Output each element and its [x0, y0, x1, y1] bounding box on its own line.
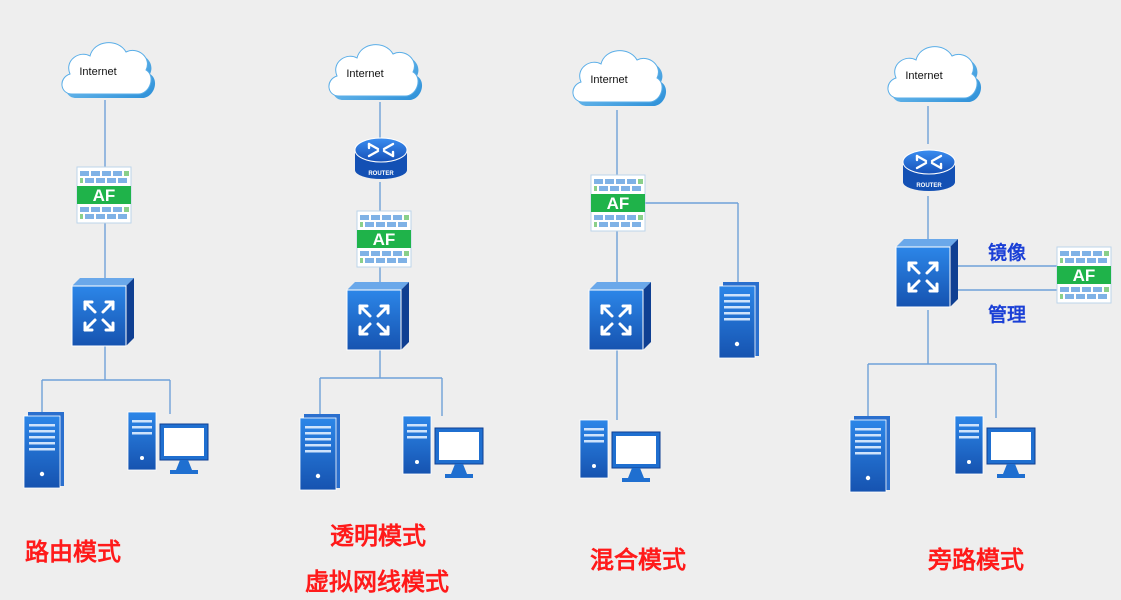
- af-label: AF: [93, 186, 116, 205]
- af-label: AF: [373, 230, 396, 249]
- caption-bypass-mode: 旁路模式: [928, 546, 1024, 574]
- caption-transparent-mode: 透明模式: [330, 522, 426, 550]
- pc-icon: [127, 411, 209, 475]
- pc-icon: [954, 415, 1036, 479]
- af-firewall-icon: AF: [1056, 246, 1112, 304]
- internet-cloud-icon: Internet: [328, 44, 423, 101]
- cloud-label: Internet: [79, 66, 116, 78]
- af-label: AF: [607, 194, 630, 213]
- switch-icon: [589, 282, 651, 350]
- caption-hybrid-mode: 混合模式: [590, 546, 686, 574]
- management-link-label: 管理: [988, 304, 1027, 326]
- switch-icon: [896, 239, 958, 307]
- router-label: ROUTER: [916, 183, 942, 189]
- internet-cloud-icon: Internet: [61, 42, 156, 99]
- mirror-link-label: 镜像: [988, 242, 1027, 264]
- switch-icon: [72, 278, 134, 346]
- server-icon: [23, 411, 65, 489]
- diagram-bypass-mode: Internet ROUTER AF: [849, 46, 1112, 493]
- internet-cloud-icon: Internet: [887, 46, 982, 103]
- pc-icon: [402, 415, 484, 479]
- cloud-label: Internet: [346, 68, 383, 80]
- af-label: AF: [1073, 266, 1096, 285]
- af-firewall-icon: AF: [356, 210, 412, 268]
- cloud-label: Internet: [590, 74, 627, 86]
- server-icon: [299, 413, 341, 491]
- internet-cloud-icon: Internet: [572, 50, 667, 107]
- caption-routing-mode: 路由模式: [25, 538, 121, 566]
- router-label: ROUTER: [368, 171, 394, 177]
- router-icon: ROUTER: [353, 136, 409, 181]
- diagram-hybrid-mode: Internet AF: [572, 50, 760, 483]
- diagram-routing-mode: Internet AF: [23, 42, 209, 489]
- caption-virtual-wire-mode: 虚拟网线模式: [305, 568, 449, 596]
- router-icon: ROUTER: [901, 148, 957, 193]
- switch-icon: [347, 282, 409, 350]
- server-icon: [718, 281, 760, 359]
- af-firewall-icon: AF: [590, 174, 646, 232]
- diagram-transparent-mode: Internet ROUTER AF: [299, 44, 484, 491]
- server-icon: [849, 415, 891, 493]
- af-firewall-icon: AF: [76, 166, 132, 224]
- pc-icon: [579, 419, 661, 483]
- cloud-label: Internet: [905, 70, 942, 82]
